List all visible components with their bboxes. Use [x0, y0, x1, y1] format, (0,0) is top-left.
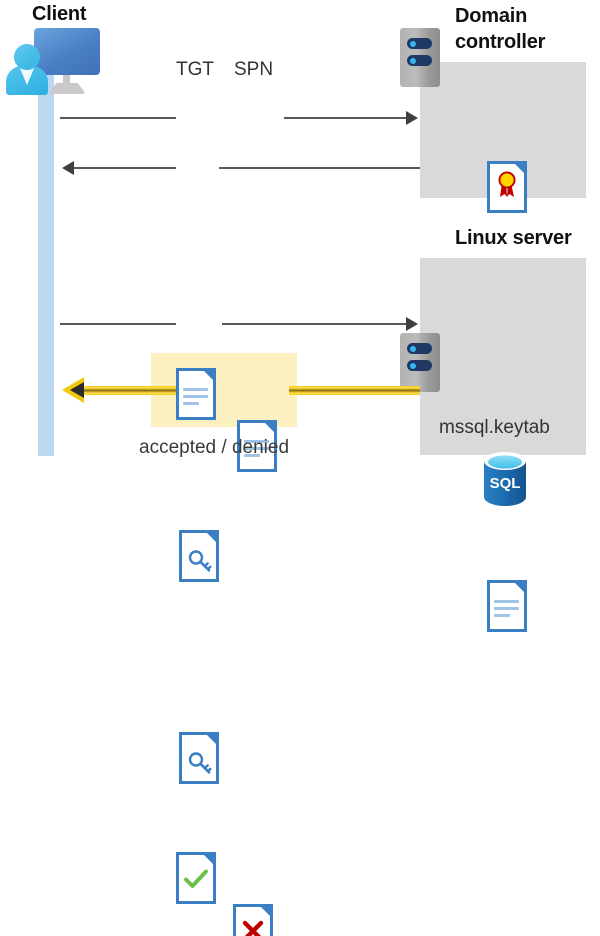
monitor-stand-neck: [63, 75, 70, 84]
cross-glyph-icon: [242, 920, 264, 936]
domain-controller-title-line2: controller: [455, 31, 546, 53]
document-fold: [262, 420, 277, 435]
rack-bay-2: [407, 55, 432, 66]
flow2-line-right: [219, 167, 420, 169]
document-fold: [512, 580, 527, 595]
result-caption: accepted / denied: [139, 437, 290, 458]
spn-document-icon: [237, 420, 277, 472]
rack-bay-2: [407, 360, 432, 371]
accepted-document-icon: [176, 852, 216, 904]
document-text-lines: [183, 388, 208, 409]
tgt-document-icon: [176, 368, 216, 420]
document-fold: [512, 161, 527, 176]
linux-server-title: Linux server: [455, 227, 572, 249]
client-title: Client: [32, 3, 87, 25]
linux-server-rack-icon: [400, 333, 440, 392]
keytab-label: mssql.keytab: [439, 417, 550, 438]
flow2-line-left: [74, 167, 176, 169]
rack-bay-1: [407, 38, 432, 49]
person-head-shape: [14, 44, 40, 70]
database-cylinder-shape: SQL: [484, 452, 526, 506]
document-fold: [204, 530, 219, 545]
flow2-arrowhead-left: [62, 161, 74, 175]
user-computer-icon: [6, 28, 100, 95]
flow1-arrowhead-right: [406, 111, 418, 125]
monitor-stand-base: [48, 83, 86, 94]
domain-controller-title-line1: Domain: [455, 5, 528, 27]
linux-server-box: [420, 258, 586, 455]
client-lifeline: [38, 72, 54, 456]
rack-bay-1: [407, 343, 432, 354]
sql-label: SQL: [490, 475, 521, 492]
flow3-arrowhead-right: [406, 317, 418, 331]
flow4-arrowhead-inner: [70, 382, 84, 398]
flow1-line-right: [284, 117, 406, 119]
document-text-lines: [494, 600, 519, 621]
flow3-line-left: [60, 323, 176, 325]
check-glyph-icon: [184, 869, 208, 889]
flow3-line-right: [222, 323, 406, 325]
ticket-key-document-icon: [179, 530, 219, 582]
document-fold: [258, 904, 273, 919]
flow4-yellow-line-left: [84, 386, 176, 395]
tgt-label: TGT: [176, 59, 214, 80]
document-fold: [201, 852, 216, 867]
document-fold: [201, 368, 216, 383]
keytab-document-icon: [487, 580, 527, 632]
sql-database-icon: SQL: [479, 450, 531, 508]
seal-ribbon-shape: [498, 171, 516, 197]
key-glyph-icon: [188, 752, 212, 774]
ticket-key-document-icon-2: [179, 732, 219, 784]
certificate-document-icon: [487, 161, 527, 213]
spn-label: SPN: [234, 59, 274, 80]
flow1-line-left: [60, 117, 176, 119]
monitor-shape: [34, 28, 100, 75]
dc-server-rack-icon: [400, 28, 440, 87]
denied-document-icon: [233, 904, 273, 936]
document-fold: [204, 732, 219, 747]
document-text-lines: [244, 440, 269, 461]
flow4-yellow-line-right: [289, 386, 420, 395]
key-glyph-icon: [188, 550, 212, 572]
